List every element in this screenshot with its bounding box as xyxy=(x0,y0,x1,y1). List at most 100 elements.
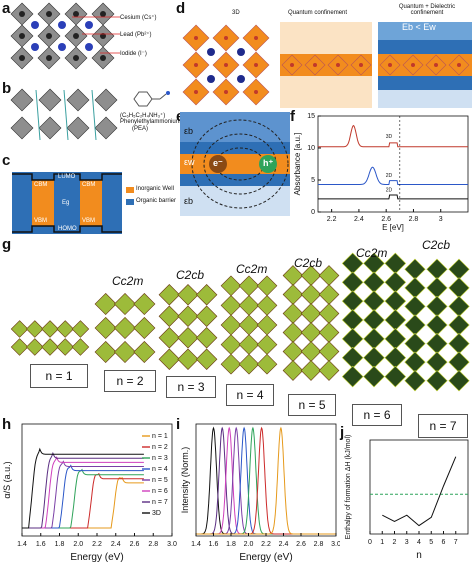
f-y-axis-label: Absorbance [a.u.] xyxy=(293,133,302,196)
i-x-axis-label: Energy (eV) xyxy=(239,552,292,563)
h-xtick-label: 1.4 xyxy=(17,541,27,548)
plot-frame xyxy=(369,439,469,535)
i-xtick-label: 1.4 xyxy=(191,541,201,548)
f-tag-3d: 3D xyxy=(386,134,393,140)
e-eps-b-bottom: εb xyxy=(184,196,194,206)
j-xtick-label: 1 xyxy=(380,539,384,546)
j-xtick-label: 5 xyxy=(429,539,433,546)
i-peak-1 xyxy=(196,426,336,535)
panel-a-perovskite-structure xyxy=(10,2,115,70)
f-xtick-label: 2.6 xyxy=(381,216,391,223)
legend-swatch-barrier xyxy=(126,199,134,205)
f-ytick-label: 5 xyxy=(311,177,315,184)
h-xtick-label: 2.6 xyxy=(130,541,140,548)
g-group-n3: C2cb xyxy=(176,268,205,282)
i-xtick-label: 1.6 xyxy=(209,541,219,548)
i-xtick-label: 2.2 xyxy=(261,541,271,548)
h-xtick-label: 3.0 xyxy=(167,541,177,548)
f-ytick-label: 0 xyxy=(311,209,315,216)
i-xtick-label: 2.4 xyxy=(279,541,289,548)
i-y-axis-label: Intensity (Norm.) xyxy=(180,447,190,514)
f-xtick-label: 2.8 xyxy=(409,216,419,223)
d-title-quantum: Quantum confinement xyxy=(288,10,348,16)
vbm-label-right: VBM xyxy=(82,218,96,224)
j-x-axis-label: n xyxy=(416,550,422,561)
d-title-3d: 3D xyxy=(232,10,240,16)
pea-name: Phenylethylammonium xyxy=(120,119,181,125)
i-xtick-label: 2.0 xyxy=(244,541,254,548)
panel-i-label: i xyxy=(176,416,181,433)
i-xtick-label: 2.6 xyxy=(296,541,306,548)
h-xtick-label: 2.8 xyxy=(148,541,158,548)
j-xtick-label: 4 xyxy=(417,539,421,546)
legend-pointer-lines xyxy=(72,16,120,54)
d-quantum-well xyxy=(280,22,372,108)
j-xtick-label: 6 xyxy=(442,539,446,546)
h-legend-label: n = 1 xyxy=(152,433,168,440)
h-legend-label: n = 3 xyxy=(152,455,168,462)
e-eps-b-top: εb xyxy=(184,126,194,136)
pea-formula: (C₆H₅C₂H₄NH₃⁺) xyxy=(120,113,166,119)
f-series-line xyxy=(318,124,468,148)
f-series-line xyxy=(318,166,468,185)
f-ytick-label: 15 xyxy=(307,113,315,120)
h-legend-label: n = 7 xyxy=(152,499,168,506)
g-group-n2: Cc2m xyxy=(112,274,144,288)
g-label-n4: n = 4 xyxy=(226,384,274,406)
d-epsilon-relation: Eb < Ew xyxy=(402,22,436,32)
h-legend-label: n = 6 xyxy=(152,488,168,495)
cbm-label-right: CBM xyxy=(82,182,96,188)
panel-c-band-diagram xyxy=(12,172,122,234)
f-tag-2d: 2D xyxy=(386,173,393,179)
panel-h-label: h xyxy=(2,416,12,433)
legend-cesium: Cesium (Cs⁺) xyxy=(120,15,157,21)
h-series-1 xyxy=(22,477,144,529)
g-group-n7: C2cb xyxy=(422,238,451,252)
h-series-2 xyxy=(22,472,144,529)
e-eps-w: εw xyxy=(184,157,195,167)
legend-organic-barrier: Organic barrier xyxy=(136,198,177,204)
j-xtick-label: 7 xyxy=(454,539,458,546)
panel-f-label: f xyxy=(290,108,295,125)
legend-inorganic-well: Inorganic Well xyxy=(136,186,174,192)
h-xtick-label: 2.4 xyxy=(111,541,121,548)
f-xtick-label: 3 xyxy=(439,216,443,223)
g-label-n1: n = 1 xyxy=(30,364,88,388)
h-y-axis-label: α/S (a.u.) xyxy=(2,461,12,498)
h-legend-label: n = 2 xyxy=(152,444,168,451)
h-xtick-label: 2.0 xyxy=(73,541,83,548)
h-xtick-label: 1.8 xyxy=(55,541,65,548)
e-electron: e⁻ xyxy=(213,158,223,168)
legend-lead: Lead (Pb²⁺) xyxy=(120,32,152,38)
i-xtick-label: 3.0 xyxy=(331,541,340,548)
e-exciton-diagram xyxy=(180,112,290,216)
f-xtick-label: 2.4 xyxy=(354,216,364,223)
d-title-dielectric: Quantum + Dielectric confinement xyxy=(398,4,456,16)
h-legend-label: 3D xyxy=(152,510,161,517)
f-ytick-label: 10 xyxy=(307,145,315,152)
g-label-n6: n = 6 xyxy=(352,404,402,426)
cbm-label-left: CBM xyxy=(34,182,48,188)
legend-iodide: Iodide (I⁻) xyxy=(120,51,147,57)
i-xtick-label: 1.8 xyxy=(226,541,236,548)
panel-g-label: g xyxy=(2,236,12,253)
panel-a-label: a xyxy=(2,0,11,17)
f-series-line xyxy=(318,194,468,200)
panel-b-label: b xyxy=(2,80,12,97)
panel-j-label: j xyxy=(340,424,345,441)
j-y-axis-label: Enthalpy of formation ΔH (kJ/mol) xyxy=(345,435,352,540)
h-xtick-label: 1.6 xyxy=(36,541,46,548)
h-x-axis-label: Energy (eV) xyxy=(70,552,123,563)
j-xtick-label: 2 xyxy=(393,539,397,546)
h-legend-label: n = 5 xyxy=(152,477,168,484)
panel-d-label: d xyxy=(176,0,186,17)
g-group-n5: C2cb xyxy=(294,256,323,270)
eg-label-center: Eg xyxy=(62,200,70,206)
j-enthalpy-line xyxy=(382,456,457,527)
g-label-n5: n = 5 xyxy=(288,394,336,416)
j-xtick-label: 0 xyxy=(368,539,372,546)
g-group-n6: Cc2m xyxy=(356,246,388,260)
